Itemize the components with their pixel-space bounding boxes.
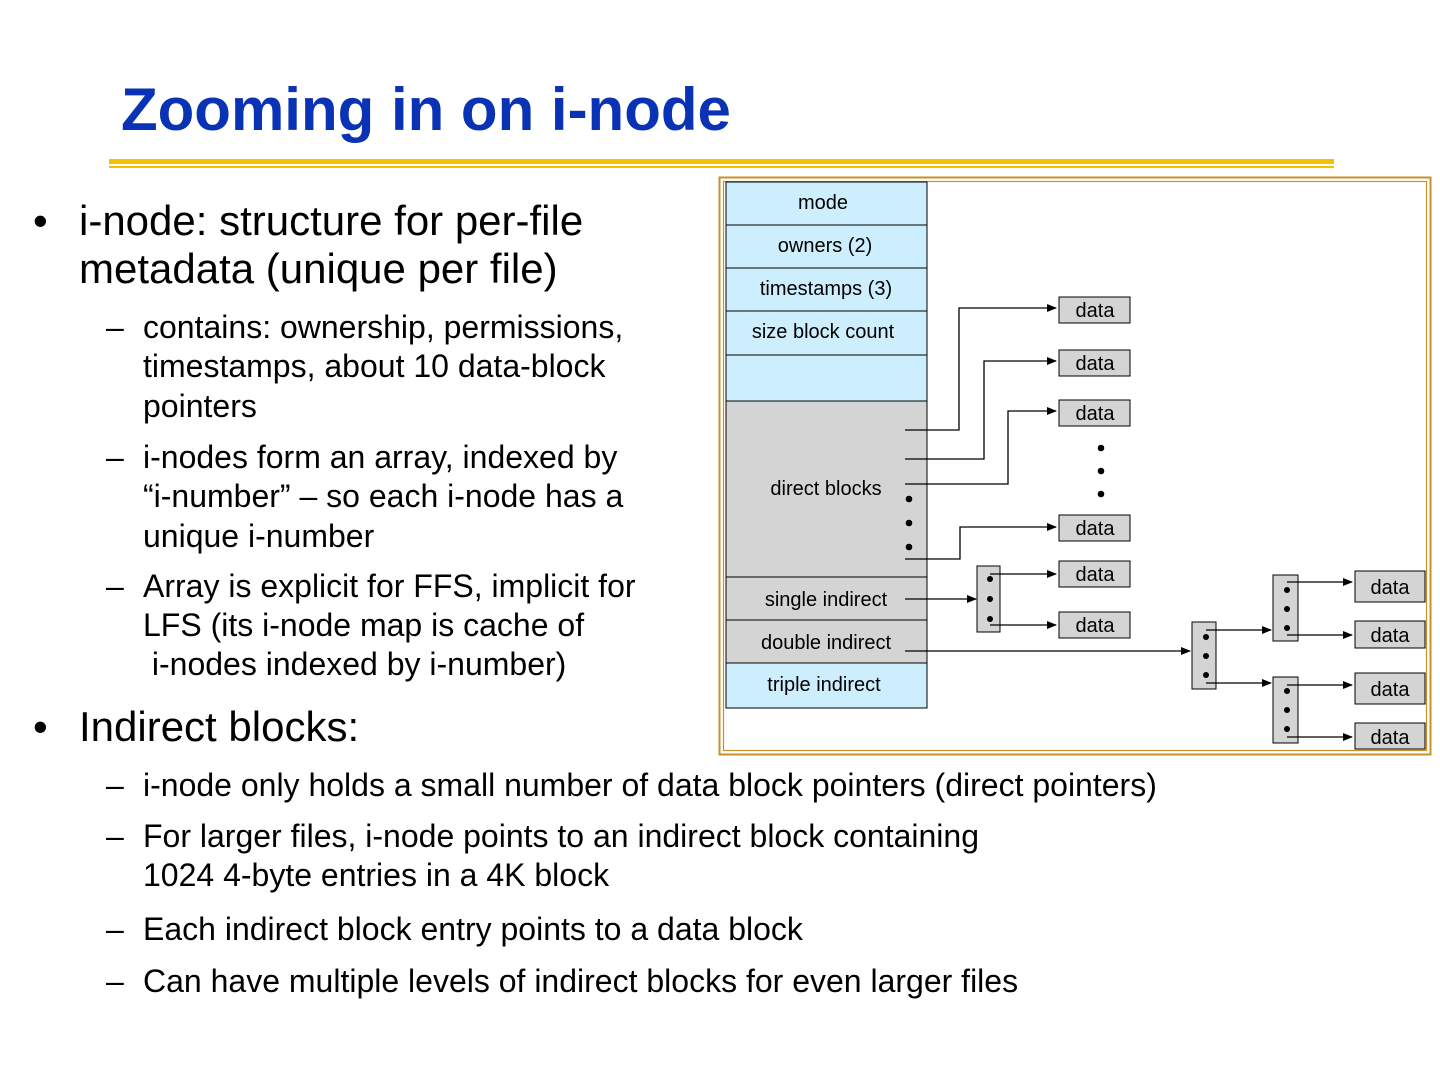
sub-bullet-marker: – [106,439,124,475]
ellipsis-dot [987,596,993,602]
inode-table: mode owners (2) timestamps (3) size bloc… [725,181,928,709]
pointer-arrow [905,407,1057,485]
bullet-marker: • [33,703,48,750]
data-block [1058,296,1131,324]
data-block [1058,399,1131,427]
pointer-arrow [905,523,1057,560]
ellipsis-dot [1097,467,1105,475]
ellipsis-dot [905,495,913,503]
ellipsis-dot [1203,634,1209,640]
title-underline-thin [109,166,1334,168]
bullet-marker: • [33,197,48,244]
sub-bullet-marker: – [106,911,124,947]
inode-field-double-indirect [725,619,928,664]
sub-bullet-marker: – [106,963,124,999]
ellipsis-dot [1284,707,1290,713]
sub-bullet-marker: – [106,309,124,345]
data-block-label: data [1076,615,1116,637]
ellipsis-dot [987,616,993,622]
ellipsis-dot [1284,587,1290,593]
sub-bullet-marker: – [106,568,124,604]
double-indirect-chain: data data data data [905,570,1426,750]
inode-field-blank [725,354,928,402]
inode-field-label: single indirect [765,589,888,611]
inode-field-mode [725,181,928,226]
ellipsis-dot [1097,444,1105,452]
inode-field-owners [725,224,928,269]
inode-field-label: double indirect [761,632,892,654]
data-block [1354,672,1426,705]
ellipsis-dot [1284,688,1290,694]
data-block [1058,611,1131,639]
data-block [1058,349,1131,377]
sub-bullet-marker: – [106,818,124,854]
data-block-label: data [1371,727,1411,749]
data-block [1058,560,1131,588]
data-block-label: data [1371,577,1411,599]
data-block-label: data [1076,300,1116,322]
single-indirect-chain: data data [905,560,1131,639]
ellipsis-dot [905,543,913,551]
data-block-label: data [1371,679,1411,701]
slide-title: Zooming in on i-node [121,76,731,143]
inode-field-label: timestamps (3) [760,278,892,300]
inode-field-triple-indirect [725,662,928,709]
title-underline [109,159,1334,164]
inode-diagram: mode owners (2) timestamps (3) size bloc… [718,176,1432,756]
ellipsis-dot [905,519,913,527]
data-block-label: data [1076,518,1116,540]
inode-field-label: owners (2) [778,235,872,257]
ellipsis-dot [1284,625,1290,631]
ellipsis-dot [1097,490,1105,498]
data-block-label: data [1076,564,1116,586]
diagram-frame-inner [722,180,1428,752]
data-block-label: data [1076,403,1116,425]
inode-field-label: mode [798,192,848,214]
data-block [1354,620,1426,649]
inode-field-timestamps [725,267,928,312]
data-block [1354,570,1426,603]
ellipsis-dot [987,576,993,582]
direct-pointers [905,304,1057,560]
ellipsis-dot [1203,653,1209,659]
data-block [1354,722,1426,750]
data-block [1058,514,1131,542]
pointer-arrow [905,304,1057,431]
data-block-label: data [1371,625,1411,647]
data-block-label: data [1076,353,1116,375]
ellipsis-dot [1203,672,1209,678]
ellipsis-dot [1284,606,1290,612]
sub-bullet-marker: – [106,767,124,803]
inode-field-direct-blocks [725,400,928,578]
pointer-arrow [905,357,1057,460]
inode-field-label: triple indirect [767,674,881,696]
direct-data-blocks: data data data data [1058,296,1131,542]
ellipsis-dot [1284,726,1290,732]
inode-field-label: size block count [752,321,895,343]
diagram-frame-outer [718,176,1432,756]
inode-field-label: direct blocks [770,478,881,500]
